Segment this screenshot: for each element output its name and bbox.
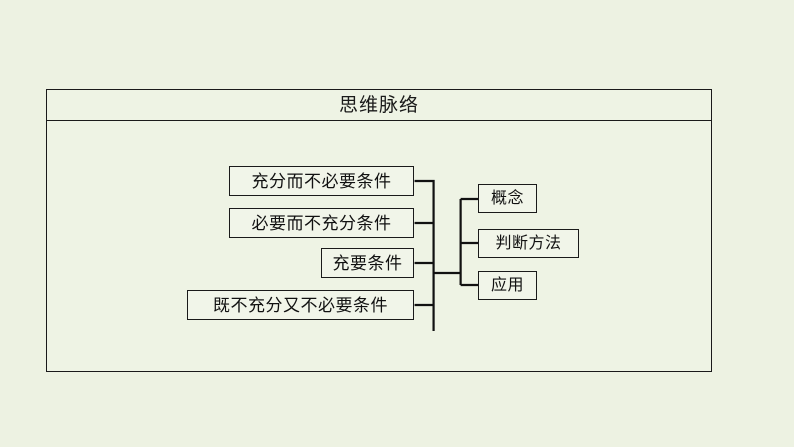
mind-map-diagram: 充分而不必要条件 必要而不充分条件 充要条件 既不充分又不必要条件 概念 判断方… (47, 121, 711, 371)
frame-header: 思维脉络 (47, 90, 711, 121)
node-sufficient-not-necessary[interactable]: 充分而不必要条件 (229, 166, 414, 196)
node-neither-sufficient-nor-necessary[interactable]: 既不充分又不必要条件 (187, 290, 414, 320)
node-concept[interactable]: 概念 (478, 184, 537, 213)
page-title: 思维脉络 (338, 94, 419, 116)
node-judgement-method[interactable]: 判断方法 (478, 229, 579, 258)
connector-left-bus (414, 179, 435, 331)
content-frame: 思维脉络 充分而不必要条件 (46, 89, 712, 372)
connector-lines (414, 179, 479, 331)
node-application[interactable]: 应用 (478, 271, 537, 300)
node-necessary-not-sufficient[interactable]: 必要而不充分条件 (229, 208, 414, 238)
frame-body: 充分而不必要条件 必要而不充分条件 充要条件 既不充分又不必要条件 概念 判断方… (47, 121, 711, 371)
node-necessary-and-sufficient[interactable]: 充要条件 (321, 248, 414, 278)
